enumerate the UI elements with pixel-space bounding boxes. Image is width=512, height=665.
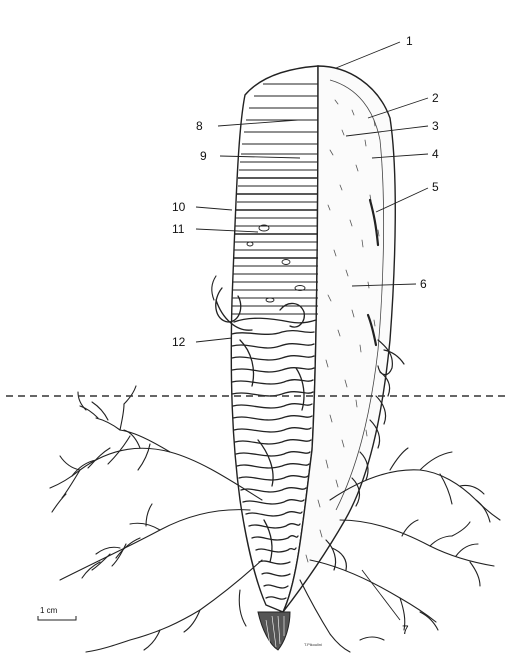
scale-bar: 1 cm	[38, 606, 76, 620]
callout-11: 11	[172, 222, 185, 236]
callout-6: 6	[420, 277, 427, 291]
callout-8: 8	[196, 119, 203, 133]
artist-signature: T.Pikoulini	[304, 642, 322, 647]
callout-10: 10	[172, 200, 186, 214]
callout-1: 1	[406, 34, 413, 48]
callout-3: 3	[432, 119, 439, 133]
scale-bar-label: 1 cm	[40, 606, 58, 615]
lateral-roots-left	[50, 276, 262, 652]
callout-12: 12	[172, 335, 186, 349]
callout-4: 4	[432, 147, 439, 161]
callout-9: 9	[200, 149, 207, 163]
callout-5: 5	[432, 180, 439, 194]
callout-2: 2	[432, 91, 439, 105]
callout-7: 7	[402, 623, 409, 637]
